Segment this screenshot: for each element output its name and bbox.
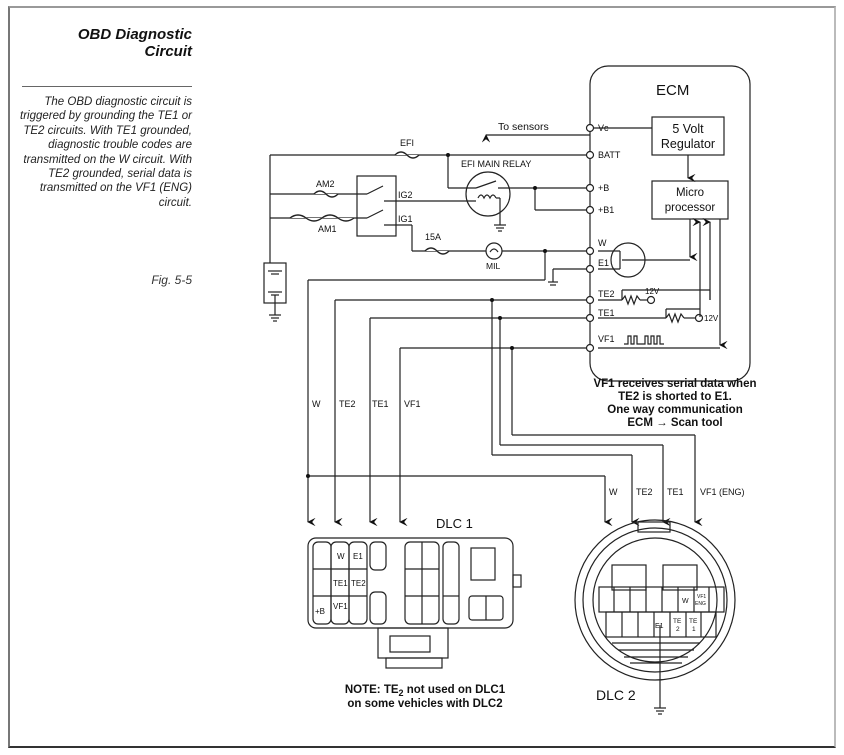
ecm-box (589, 65, 751, 382)
ig1-label: IG1 (398, 214, 413, 224)
mil-lamp (485, 242, 503, 260)
title-divider (22, 86, 192, 87)
vf1-note-line3: One way communication (607, 404, 742, 416)
pullup-te2-label: 12V (645, 287, 660, 296)
dlc2-title: DLC 2 (596, 687, 636, 703)
pin-e1: E1 (598, 258, 609, 268)
dlc2-pin-e1: E1 (655, 623, 664, 630)
ig2-label: IG2 (398, 190, 413, 200)
dlc2-pin-te2-b: 2 (676, 626, 680, 633)
vf1-note-line4: ECM → Scan tool (627, 417, 722, 429)
dlc2-pin-w: W (682, 598, 689, 605)
mil-label: MIL (486, 261, 500, 271)
vf1-note-line2: TE2 is shorted to E1. (618, 391, 732, 403)
wire-label-vf1: VF1 (404, 399, 421, 409)
fuse-15a-label: 15A (425, 232, 441, 242)
wire-label-te2: TE2 (339, 399, 356, 409)
dlc1-title: DLC 1 (436, 516, 473, 531)
efi-fuse-label: EFI (400, 138, 414, 148)
dlc2-wire-label-te1: TE1 (667, 487, 684, 497)
micro-label-1: Micro (676, 187, 704, 199)
pin-plus-b: +B (598, 183, 609, 193)
section-title-line2: Circuit (144, 43, 192, 60)
micro-label-2: processor (665, 202, 716, 214)
dlc1-pin-e1: E1 (353, 552, 363, 561)
to-sensors-label: To sensors (498, 121, 549, 133)
wire-label-w: W (312, 399, 321, 409)
am2-label: AM2 (316, 179, 335, 189)
dlc1-pin-plus-b: +B (315, 607, 325, 616)
efi-relay-label: EFI MAIN RELAY (461, 159, 531, 169)
efi-main-relay (465, 171, 511, 217)
dlc2-pin-te1-b: 1 (692, 626, 696, 633)
dlc1-note-line1: NOTE: TE2 not used on DLC1 (345, 684, 506, 698)
fuse-15a (424, 247, 450, 255)
dlc2-pin-eng: ENG (695, 601, 706, 607)
vf1-note-line1: VF1 receives serial data when (593, 378, 756, 390)
pin-batt: BATT (598, 150, 621, 160)
pin-vc: Vc (598, 123, 609, 133)
section-title-line1: OBD Diagnostic (77, 26, 192, 43)
dlc1-pin-vf1: VF1 (333, 602, 348, 611)
section-title: OBD Diagnostic Circuit (0, 26, 192, 60)
dlc1-pin-te1: TE1 (333, 579, 348, 588)
ignition-switch (356, 175, 397, 237)
pin-te2: TE2 (598, 289, 615, 299)
serial-waveform (624, 335, 664, 345)
ecm-title: ECM (656, 82, 689, 99)
regulator-label-2: Regulator (661, 137, 715, 151)
dlc1-pin-te2: TE2 (351, 579, 366, 588)
wire-label-te1: TE1 (372, 399, 389, 409)
figure-label: Fig. 5-5 (151, 273, 192, 287)
dlc1-pin-w: W (337, 552, 345, 561)
pin-plus-b1: +B1 (598, 205, 614, 215)
dlc2-pin-vf1: VF1 (697, 594, 706, 600)
dlc1-note-line2: on some vehicles with DLC2 (347, 698, 502, 710)
dlc2-connector (574, 519, 736, 681)
dlc2-pin-te2-a: TE (673, 618, 682, 625)
dlc2-wire-label-vf1: VF1 (ENG) (700, 487, 745, 497)
dlc2-wire-label-w: W (609, 487, 618, 497)
pin-vf1: VF1 (598, 334, 615, 344)
dlc2-pin-te1-a: TE (689, 618, 698, 625)
section-description: The OBD diagnostic circuit is triggered … (20, 96, 192, 209)
regulator-label-1: 5 Volt (672, 122, 704, 136)
am1-fuse (289, 214, 355, 222)
page-frame (8, 6, 836, 748)
am1-label: AM1 (318, 224, 337, 234)
pin-te1: TE1 (598, 308, 615, 318)
am2-fuse (313, 190, 339, 198)
efi-fuse (394, 151, 420, 159)
dlc2-wire-label-te2: TE2 (636, 487, 653, 497)
pullup-te1-label: 12V (704, 314, 719, 323)
pin-w: W (598, 238, 607, 248)
